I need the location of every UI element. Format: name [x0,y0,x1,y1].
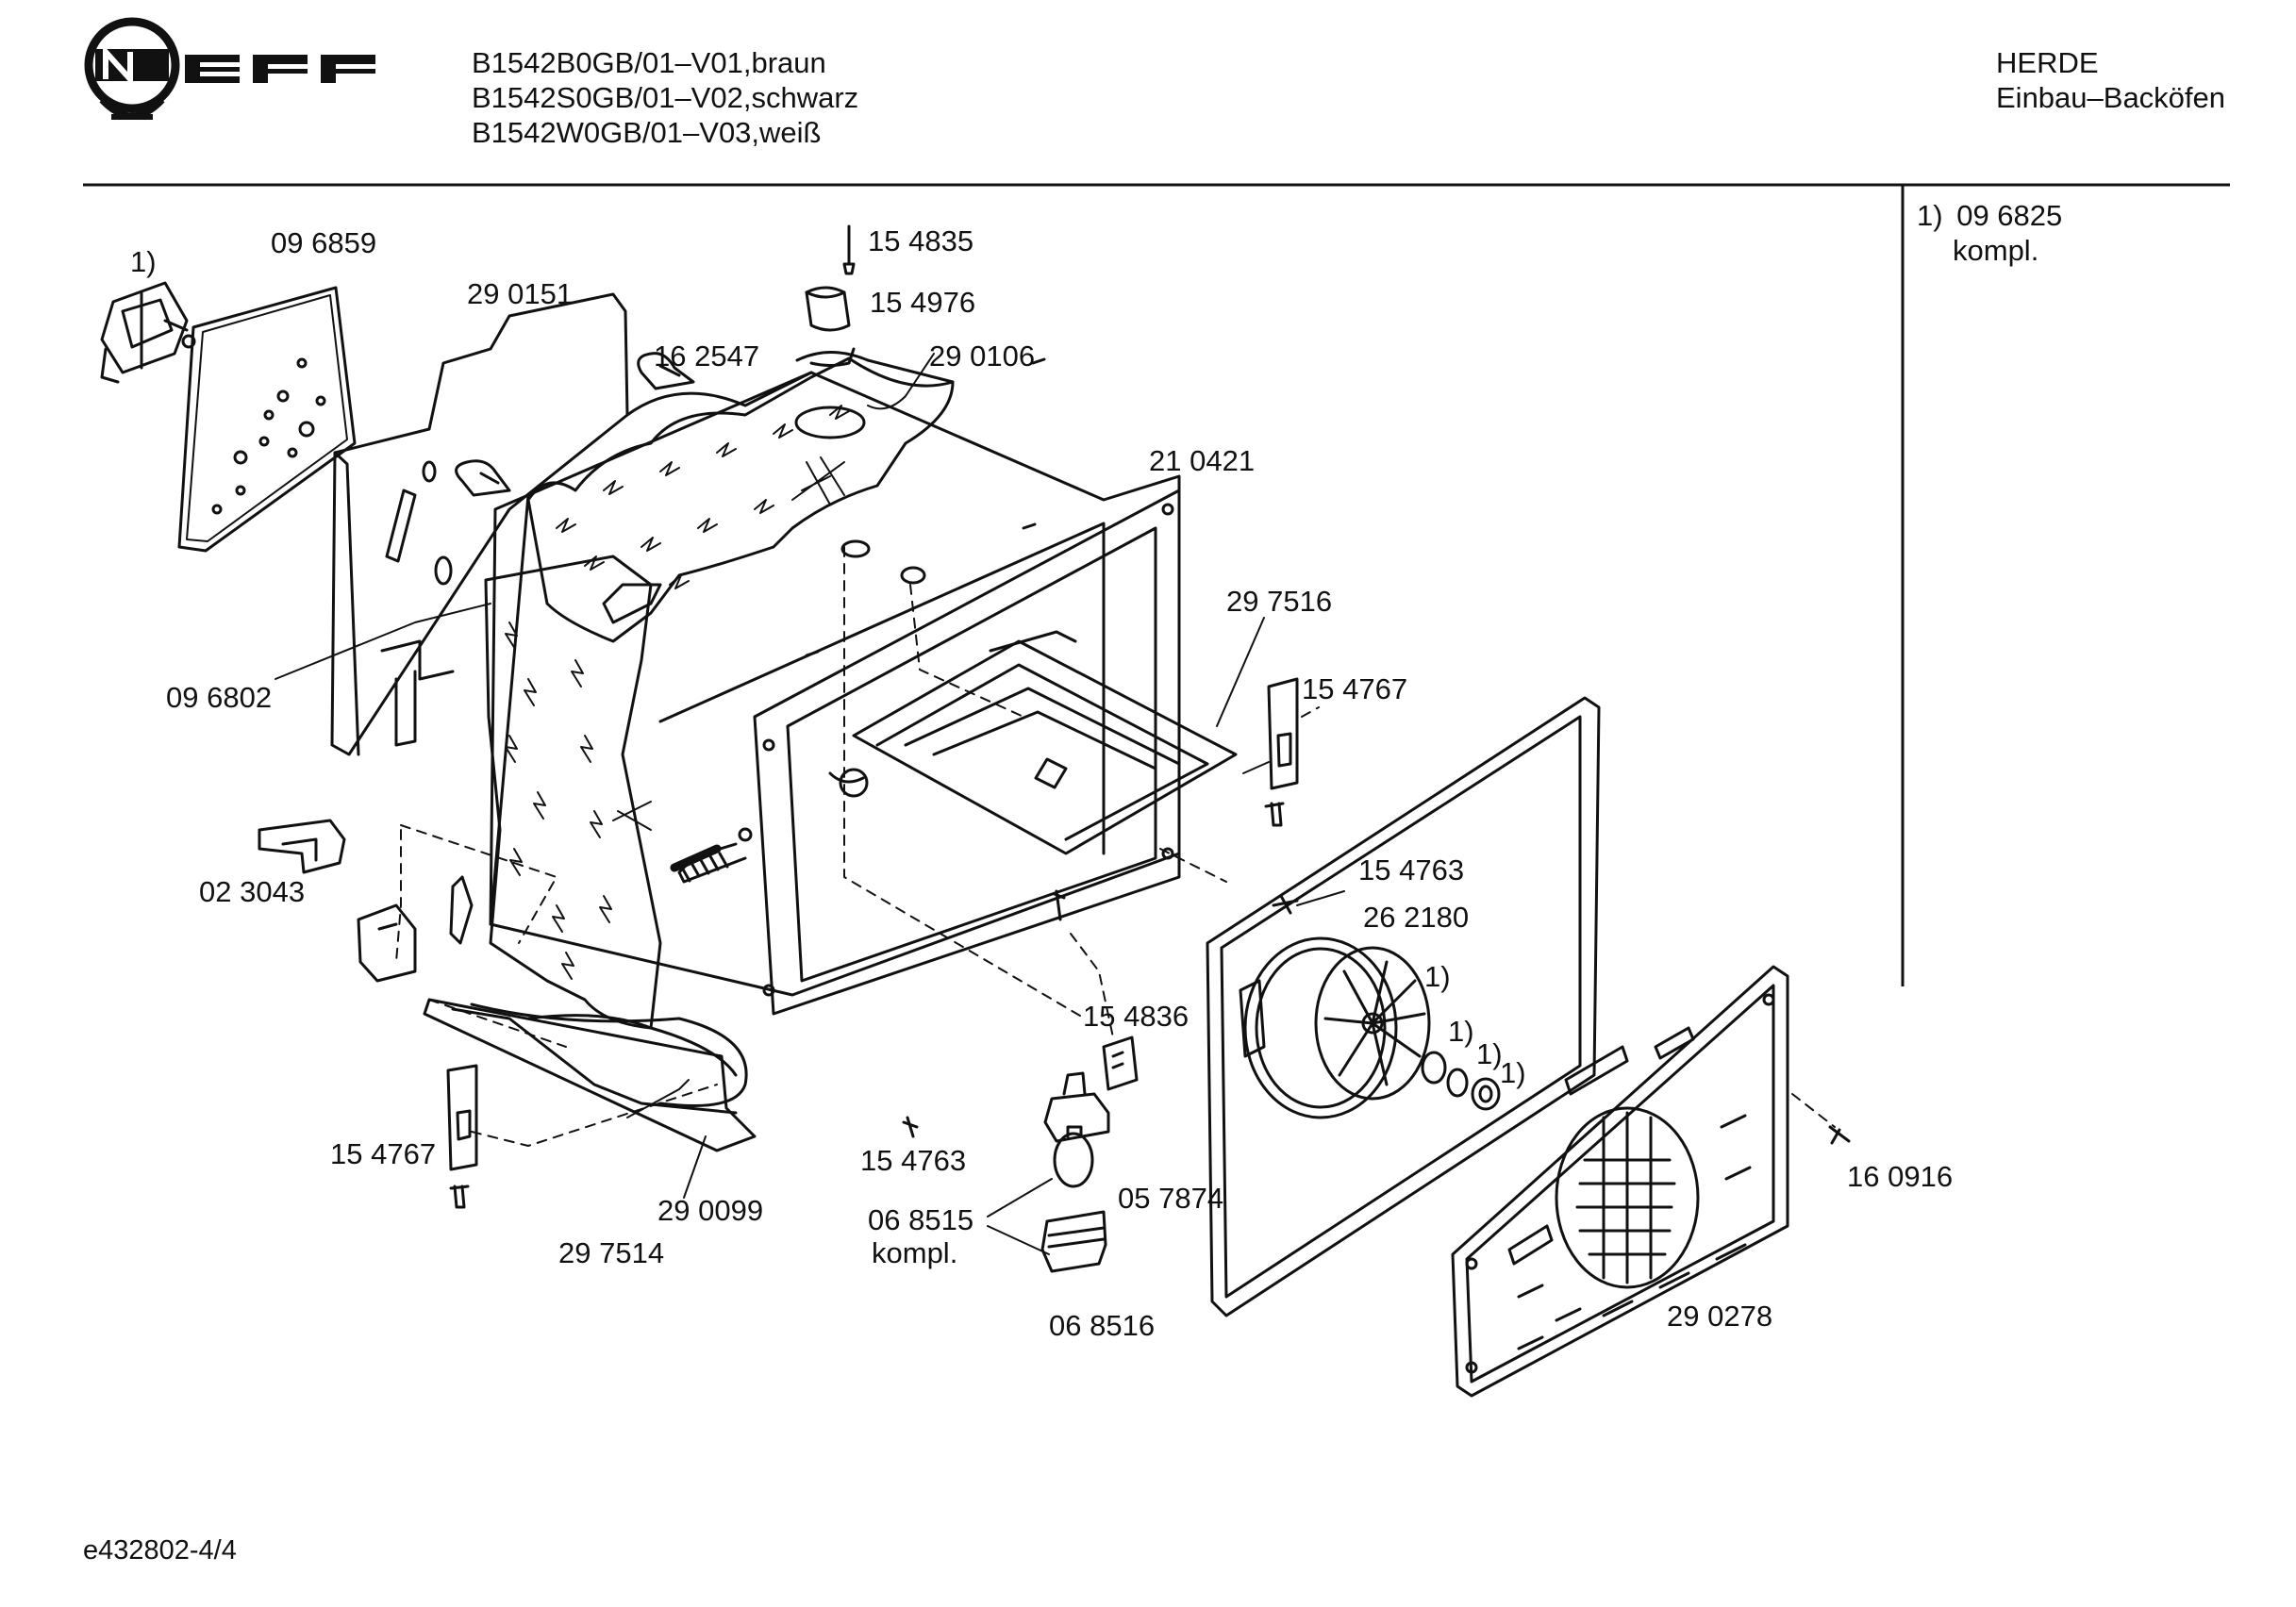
part-label: 29 7514 [558,1236,665,1269]
part-label: 15 4976 [870,286,976,319]
oven-cavity [489,371,1181,997]
hinge-bracket-left [446,1064,478,1209]
part-label: 26 2180 [1363,901,1470,934]
back-cover-plate [177,286,357,553]
part-label: 15 4835 [868,224,974,257]
cable-clips [455,352,695,497]
leader-lines [275,353,1345,1255]
rear-fan-panel [1206,696,1601,1317]
model-line: B1542S0GB/01–V02,schwarz [472,81,859,114]
part-label: 15 4763 [860,1144,967,1177]
part-label: 1) [1424,960,1451,993]
hinge-bracket-right [1264,677,1299,827]
document-id: e432802-4/4 [83,1535,237,1566]
part-label: 15 4836 [1083,1000,1190,1033]
bottom-heating-element [423,998,757,1152]
screws [670,224,1851,1145]
cavity-fittings [677,357,1046,884]
part-label: 09 6859 [271,226,377,259]
part-label: 29 0099 [657,1194,764,1227]
part-label: 1) [1500,1056,1526,1089]
footnote-note: kompl. [1953,234,2039,267]
part-label: 1) [1448,1015,1474,1048]
part-label: 09 6802 [166,681,273,714]
part-label: 29 0151 [467,277,574,310]
front-frame [738,489,1181,1016]
mounting-bracket-small [357,875,474,983]
fan-wheel [1314,946,1431,1101]
part-label: kompl. [872,1236,958,1269]
top-insulation [526,347,955,643]
category-line: Einbau–Backöfen [1996,81,2226,114]
footnote-part-number: 09 6825 [1956,199,2063,232]
part-label: 16 0916 [1847,1160,1954,1193]
part-label: 15 4767 [330,1137,437,1170]
footnote-marker: 1) [1917,199,1943,232]
neff-logo [84,17,375,120]
part-label: 16 2547 [654,340,760,373]
part-label: 1) [1476,1037,1503,1070]
fan-cover-plate [1451,965,1789,1398]
clip-bracket [258,819,346,874]
part-label: 29 0106 [929,340,1036,373]
part-label: 15 4763 [1358,853,1465,886]
assembly-dashed-lines [395,546,1836,1147]
model-line: B1542B0GB/01–V01,braun [472,46,826,79]
part-label: 06 8516 [1049,1309,1156,1342]
part-label: 1) [130,245,157,278]
switch-component [100,281,196,384]
grill-heating-element [828,630,1238,855]
part-label: 21 0421 [1149,444,1256,477]
product-category: HERDE Einbau–Backöfen [1996,45,2225,115]
part-label: 29 0278 [1667,1300,1773,1333]
part-label: 15 4767 [1302,672,1408,705]
rear-insulation-panel [330,292,629,756]
model-list: B1542B0GB/01–V01,braun B1542S0GB/01–V02,… [472,45,858,150]
model-line: B1542W0GB/01–V03,weiß [472,116,822,149]
category-line: HERDE [1996,46,2099,79]
part-label: 29 7516 [1226,585,1333,618]
footnote: 1) 09 6825 kompl. [1917,198,2062,268]
oven-lamp-assembly [1040,1035,1139,1273]
washers-and-nut [1421,1051,1501,1111]
part-label: 05 7874 [1118,1182,1224,1215]
part-label: 06 8515 [868,1203,974,1236]
part-label: 02 3043 [199,875,306,908]
